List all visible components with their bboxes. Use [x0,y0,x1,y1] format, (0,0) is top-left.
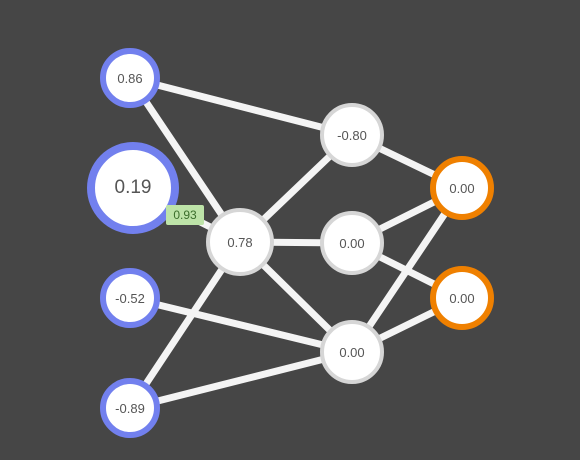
edge-in4-hr3 [126,348,356,412]
input-neuron-1-value: 0.86 [117,70,143,86]
input-neuron-4[interactable]: -0.89 [100,378,160,438]
input-neuron-3[interactable]: -0.52 [100,268,160,328]
input-neuron-4-value: -0.89 [115,400,145,416]
output-neuron-2-value: 0.00 [449,290,475,306]
hidden-neuron-right-3-value: 0.00 [339,344,365,360]
input-neuron-1[interactable]: 0.86 [100,48,160,108]
hidden-neuron-middle-value: 0.78 [227,234,253,250]
input-neuron-2-value: 0.19 [114,177,152,198]
hidden-neuron-right-1[interactable]: -0.80 [320,103,384,167]
edge-in3-hr3 [126,294,356,356]
input-neuron-3-value: -0.52 [115,290,145,306]
output-neuron-1-value: 0.00 [449,180,475,196]
weight-label: 0.93 [166,205,204,225]
output-neuron-1[interactable]: 0.00 [430,156,494,220]
edge-hr3-out1 [348,184,466,356]
edge-in1-hr1 [126,74,356,139]
hidden-neuron-right-2-value: 0.00 [339,235,365,251]
output-neuron-2[interactable]: 0.00 [430,266,494,330]
input-neuron-2[interactable]: 0.19 [87,142,179,234]
hidden-neuron-right-1-value: -0.80 [337,127,367,143]
hidden-neuron-middle[interactable]: 0.78 [206,208,274,276]
hidden-neuron-right-3[interactable]: 0.00 [320,320,384,384]
hidden-neuron-right-2[interactable]: 0.00 [320,211,384,275]
